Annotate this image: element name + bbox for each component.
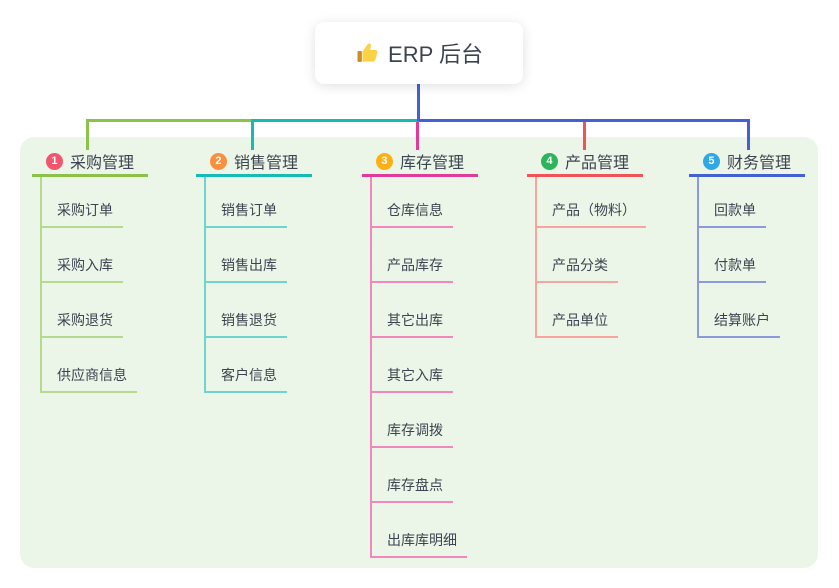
tree-item[interactable]: 供应商信息 (40, 365, 137, 393)
branch-purchase: 1 采购管理 采购订单 采购入库 采购退货 供应商信息 (32, 148, 148, 393)
badge-5: 5 (702, 152, 720, 170)
branch-product-vline (535, 177, 537, 338)
tree-item[interactable]: 采购订单 (40, 200, 123, 228)
branch-product: 4 产品管理 产品（物料） 产品分类 产品单位 (527, 148, 646, 338)
tree-item[interactable]: 仓库信息 (370, 200, 453, 228)
root-connector (417, 84, 420, 121)
tree-item[interactable]: 库存盘点 (370, 475, 453, 503)
tree-item[interactable]: 其它入库 (370, 365, 453, 393)
root-node[interactable]: ERP 后台 (315, 22, 523, 84)
connector-product (583, 121, 586, 150)
branch-finance-vline (697, 177, 699, 338)
connector-trunk-right-blue (419, 119, 750, 122)
connector-sales (251, 119, 254, 150)
tree-item[interactable]: 销售出库 (204, 255, 287, 283)
branch-product-heading[interactable]: 4 产品管理 (527, 148, 643, 177)
branches-panel (20, 137, 818, 568)
tree-item[interactable]: 出库库明细 (370, 530, 467, 558)
tree-item[interactable]: 销售订单 (204, 200, 287, 228)
branch-purchase-vline (40, 177, 42, 393)
branch-purchase-label: 采购管理 (69, 155, 134, 172)
badge-4: 4 (540, 152, 558, 170)
badge-2: 2 (209, 152, 227, 170)
tree-item[interactable]: 结算账户 (697, 310, 780, 338)
branch-purchase-heading[interactable]: 1 采购管理 (32, 148, 148, 177)
tree-item[interactable]: 采购入库 (40, 255, 123, 283)
thumbs-up-icon (357, 43, 378, 62)
tree-item[interactable]: 付款单 (697, 255, 766, 283)
tree-item[interactable]: 产品库存 (370, 255, 453, 283)
connector-finance (747, 119, 750, 150)
branch-inventory-label: 库存管理 (399, 155, 464, 172)
branch-sales-vline (204, 177, 206, 393)
branch-inventory-vline (370, 177, 372, 558)
connector-inventory (416, 121, 419, 150)
connector-trunk-left-teal (252, 119, 419, 122)
badge-3: 3 (375, 152, 393, 170)
tree-item[interactable]: 客户信息 (204, 365, 287, 393)
branch-finance: 5 财务管理 回款单 付款单 结算账户 (689, 148, 805, 338)
branch-finance-label: 财务管理 (726, 155, 791, 172)
branch-sales: 2 销售管理 销售订单 销售出库 销售退货 客户信息 (196, 148, 312, 393)
tree-item[interactable]: 产品单位 (535, 310, 618, 338)
root-label: ERP 后台 (388, 42, 483, 67)
branch-sales-label: 销售管理 (233, 155, 298, 172)
tree-item[interactable]: 库存调拨 (370, 420, 453, 448)
badge-1: 1 (45, 152, 63, 170)
connector-purchase (86, 119, 89, 150)
tree-item[interactable]: 产品分类 (535, 255, 618, 283)
branch-inventory: 3 库存管理 仓库信息 产品库存 其它出库 其它入库 库存调拨 库存盘点 出库库… (362, 148, 478, 558)
branch-inventory-heading[interactable]: 3 库存管理 (362, 148, 478, 177)
branch-product-label: 产品管理 (564, 155, 629, 172)
tree-item[interactable]: 回款单 (697, 200, 766, 228)
tree-item[interactable]: 其它出库 (370, 310, 453, 338)
tree-item[interactable]: 销售退货 (204, 310, 287, 338)
tree-item[interactable]: 采购退货 (40, 310, 123, 338)
branch-finance-heading[interactable]: 5 财务管理 (689, 148, 805, 177)
tree-item[interactable]: 产品（物料） (535, 200, 646, 228)
branch-sales-heading[interactable]: 2 销售管理 (196, 148, 312, 177)
connector-trunk-left-green (87, 119, 254, 122)
